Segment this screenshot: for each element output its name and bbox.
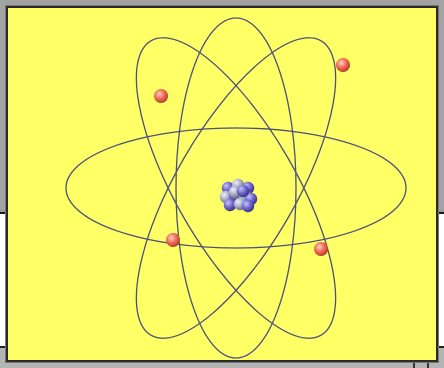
- electron: [336, 58, 350, 72]
- nucleus: [219, 178, 258, 213]
- orbit-diagonal-b: [135, 37, 337, 339]
- orbit-horizontal: [65, 127, 407, 249]
- electron: [166, 233, 180, 247]
- electron: [154, 89, 168, 103]
- atom-model-illustration: [65, 17, 407, 359]
- orbit-vertical: [175, 17, 297, 359]
- proton: [236, 184, 250, 198]
- electron: [314, 242, 328, 256]
- orbits: [65, 17, 407, 359]
- electrons: [154, 58, 350, 256]
- orbit-diagonal-a: [135, 37, 337, 339]
- proton: [223, 198, 237, 212]
- proton: [241, 199, 255, 213]
- atom-diagram: [6, 6, 438, 362]
